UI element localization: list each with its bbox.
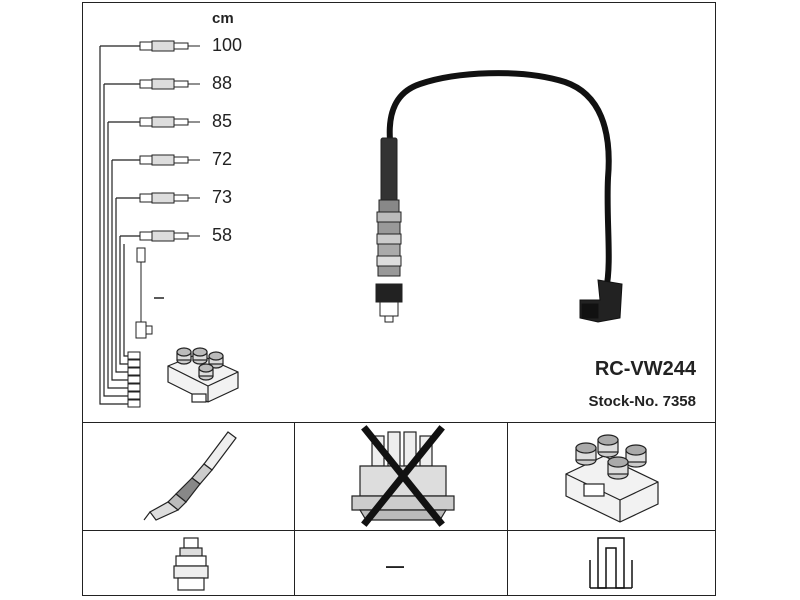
- cable-run-4: [111, 160, 128, 381]
- connector-3: [139, 116, 200, 128]
- terminal-type: [589, 537, 633, 589]
- product-stock-number: Stock-No. 7358: [588, 393, 696, 410]
- spark-plug: [143, 431, 237, 521]
- divider-col-1: [294, 422, 295, 596]
- coil-large: [565, 434, 659, 523]
- cross-out-icon: [361, 425, 445, 527]
- coil-small: [167, 347, 239, 403]
- connector-1: [139, 40, 200, 52]
- divider-main: [82, 422, 716, 423]
- plug-terminal: [173, 537, 209, 591]
- cable-length-3: 85: [212, 111, 233, 131]
- connector-6: [139, 230, 200, 242]
- cable-run-7: [123, 244, 128, 357]
- sheet-frame: [82, 2, 716, 596]
- connector-2: [139, 78, 200, 90]
- plug-boot-angled: [579, 279, 623, 323]
- cable-run-3: [107, 122, 128, 389]
- plug-boot-straight: [375, 137, 403, 323]
- single-ignition-cable: [386, 70, 612, 291]
- connector-5: [139, 192, 200, 204]
- cable-length-6: 58: [212, 225, 233, 245]
- no-item-dash: —: [386, 556, 404, 576]
- cable-length-1: 100: [212, 35, 243, 55]
- connector-4: [139, 154, 200, 166]
- unit-label: cm: [212, 10, 234, 27]
- product-model: RC-VW244: [594, 358, 696, 380]
- cable-run-2: [103, 84, 128, 397]
- connector-7: [135, 247, 153, 339]
- cable-run-5: [115, 198, 128, 373]
- cable-length-2: 88: [212, 73, 233, 93]
- cable-length-5: 73: [212, 187, 233, 207]
- cable-run-1: [99, 46, 128, 405]
- divider-col-2: [507, 422, 508, 596]
- cable-run-6: [119, 236, 128, 365]
- cable-length-4: 72: [212, 149, 233, 169]
- divider-bottom: [82, 530, 716, 531]
